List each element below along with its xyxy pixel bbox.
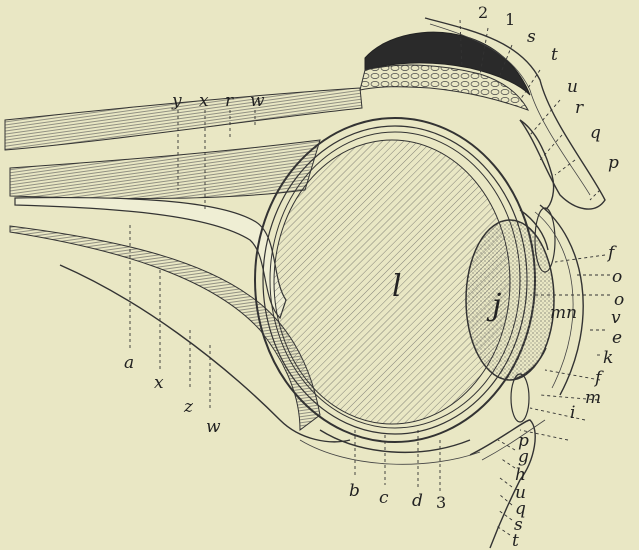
label-w-bottom: w <box>206 417 221 437</box>
label-e: e <box>612 328 622 348</box>
lower-gland <box>511 374 529 422</box>
label-o-upper: o <box>612 267 622 287</box>
label-q-upper: q <box>590 123 601 143</box>
label-r-right: r <box>575 98 584 118</box>
label-h: h <box>515 465 526 485</box>
label-i: i <box>570 403 575 423</box>
superior-rectus <box>10 140 320 198</box>
label-t-lower: t <box>512 531 519 550</box>
label-p-upper: p <box>608 153 619 173</box>
label-u-upper: u <box>567 77 578 97</box>
label-w-top: w <box>250 91 265 111</box>
label-c: c <box>379 488 389 508</box>
label-a: a <box>124 353 134 373</box>
label-b: b <box>349 481 360 501</box>
label-mn: mn <box>550 303 577 323</box>
label-x-bottom: x <box>154 373 164 393</box>
label-1: 1 <box>505 10 515 29</box>
label-f-lower: f <box>593 368 604 388</box>
label-f-upper: f <box>606 243 617 263</box>
upper-muscle <box>5 88 362 150</box>
label-g: g <box>518 447 529 467</box>
label-v: v <box>611 308 621 328</box>
label-x-top: x <box>199 91 209 111</box>
upper-fornix <box>520 120 554 210</box>
label-y: y <box>171 91 182 111</box>
label-r-top: r <box>225 91 234 111</box>
label-s-upper: s <box>527 27 536 47</box>
label-t-upper: t <box>551 45 558 65</box>
label-m: m <box>585 388 601 408</box>
label-l: l <box>392 269 402 304</box>
label-z: z <box>183 397 194 417</box>
label-o-lower: o <box>614 290 624 310</box>
label-3: 3 <box>436 493 446 512</box>
label-k: k <box>603 348 613 368</box>
lens <box>466 220 554 380</box>
label-2: 2 <box>478 3 488 22</box>
label-d: d <box>412 491 423 511</box>
